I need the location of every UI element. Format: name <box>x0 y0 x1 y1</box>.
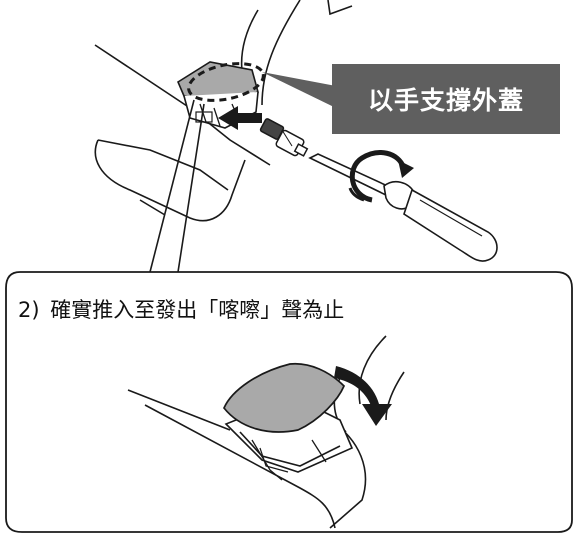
arrow-left-icon <box>218 106 262 130</box>
seat-curve-bottom-2 <box>358 335 387 405</box>
rotate-clockwise-icon <box>348 150 414 203</box>
body-outline-lower <box>97 139 229 191</box>
callout-box <box>262 64 560 134</box>
body-end-cap <box>94 139 246 222</box>
cover-bottom <box>223 362 346 433</box>
seat-curve-2 <box>261 0 301 106</box>
step-number: 2) <box>18 298 40 322</box>
seat-curve-bottom-3 <box>385 371 405 421</box>
callout-label: 以手支撐外蓋 <box>367 86 524 115</box>
connector-plug <box>259 118 309 157</box>
body-line-bottom-left <box>127 389 231 431</box>
body-front-edge <box>139 199 166 216</box>
seat-hinge-line <box>327 0 353 16</box>
highlight-dashed-ellipse <box>187 62 265 102</box>
step-instruction: 2) 確實推入至發出「喀嚓」聲為止 <box>18 294 348 324</box>
body-line-bottom <box>144 404 336 529</box>
step-text: 確實推入至發出「喀嚓」聲為止 <box>50 298 345 322</box>
leader-lines <box>149 99 205 273</box>
curved-arrow-down-icon <box>334 366 392 426</box>
